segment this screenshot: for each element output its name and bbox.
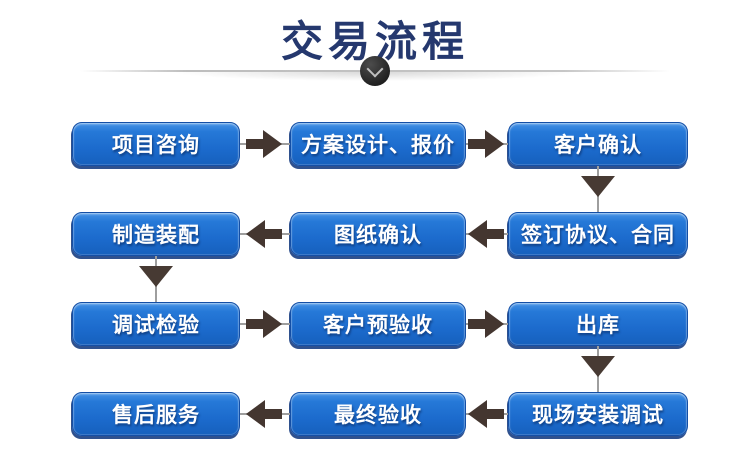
arrow-down-icon — [581, 176, 615, 197]
flow-box-drawing-confirmation: 图纸确认 — [290, 212, 466, 256]
flow-box-sign-agreement-contract: 签订协议、合同 — [508, 212, 688, 256]
flow-box-site-installation-debugging: 现场安装调试 — [508, 392, 688, 436]
arrow-right-icon — [246, 310, 282, 338]
arrow-down-icon — [139, 266, 173, 287]
chevron-down-icon — [366, 60, 384, 77]
flow-box-customer-confirmation: 客户确认 — [508, 122, 688, 166]
arrow-left-icon — [468, 400, 504, 428]
flow-box-manufacturing-assembly: 制造装配 — [72, 212, 240, 256]
arrow-right-icon — [246, 130, 282, 158]
arrow-left-icon — [246, 220, 282, 248]
flow-box-debugging-inspection: 调试检验 — [72, 302, 240, 346]
flow-box-design-quotation: 方案设计、报价 — [290, 122, 466, 166]
arrow-right-icon — [468, 130, 504, 158]
arrow-down-icon — [581, 356, 615, 377]
flow-box-customer-pre-acceptance: 客户预验收 — [290, 302, 466, 346]
arrow-left-icon — [246, 400, 282, 428]
flow-box-after-sales-service: 售后服务 — [72, 392, 240, 436]
arrow-right-icon — [468, 310, 504, 338]
divider-circle — [360, 56, 390, 86]
flow-box-project-consulting: 项目咨询 — [72, 122, 240, 166]
flow-box-out-of-warehouse: 出库 — [508, 302, 688, 346]
arrow-left-icon — [468, 220, 504, 248]
flow-box-final-acceptance: 最终验收 — [290, 392, 466, 436]
